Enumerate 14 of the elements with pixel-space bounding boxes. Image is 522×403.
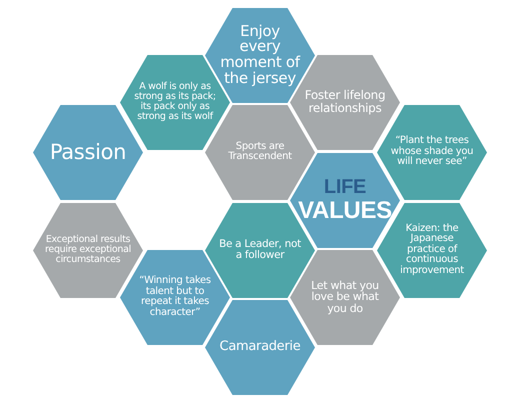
hexagon-text: Let what you love be what you do bbox=[310, 280, 380, 314]
title-text: LIFE bbox=[324, 176, 366, 198]
hexagon-text: “Winning takes talent but to repeat it takes character” bbox=[138, 276, 212, 318]
hexagon-text: Be a Leader, not a follower bbox=[218, 238, 302, 262]
hexagon-text: Sports are Transcendent bbox=[227, 142, 293, 162]
hexagon-text: Kaizen: the Japanese practice of continuous improvement bbox=[399, 224, 465, 276]
hexagon-text: A wolf is only as strong as its pack; its pack only as strong as its wolf bbox=[133, 82, 217, 122]
hexagon-text: Passion bbox=[50, 140, 126, 164]
hexagon-text: Exceptional results require exceptional circumstances bbox=[44, 235, 132, 265]
hexagon-text: “Plant the trees whose shade you will never see” bbox=[390, 136, 474, 168]
hexagon-text: Camaraderie bbox=[220, 340, 300, 354]
hexagon-text: Enjoy every moment of the jersey bbox=[220, 24, 300, 86]
hexagon-text: Foster lifelong relationships bbox=[304, 89, 386, 115]
title-text: VALUES bbox=[298, 198, 392, 224]
